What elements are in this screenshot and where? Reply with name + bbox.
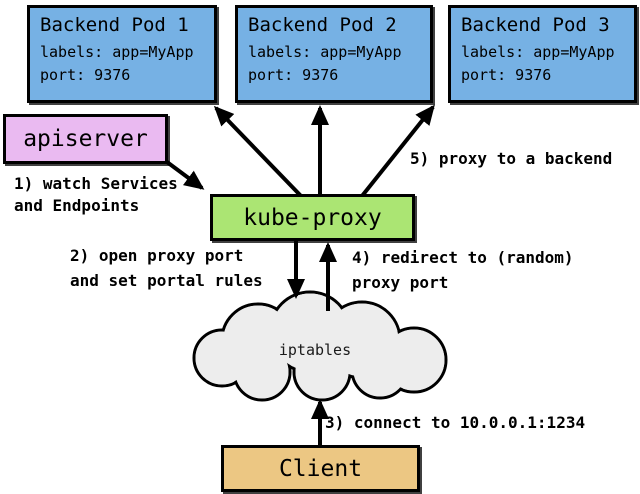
backend-pod-2-labels: labels: app=MyApp bbox=[248, 43, 402, 61]
backend-pod-2-title: Backend Pod 2 bbox=[248, 14, 397, 36]
backend-pod-1-labels: labels: app=MyApp bbox=[40, 43, 194, 61]
apiserver-box: apiserver bbox=[3, 114, 168, 164]
apiserver-label: apiserver bbox=[23, 126, 148, 152]
arrow-apiserver-to-kubeproxy bbox=[165, 160, 205, 190]
kube-proxy-box: kube-proxy bbox=[210, 194, 415, 241]
step-4-line-2: proxy port bbox=[352, 273, 449, 292]
step-3-line-1: 3) connect to 10.0.0.1:1234 bbox=[325, 413, 586, 432]
backend-pod-1-box: Backend Pod 1 labels: app=MyApp port: 93… bbox=[27, 5, 217, 103]
backend-pod-1-port: port: 9376 bbox=[40, 66, 131, 84]
step-5-line-1: 5) proxy to a backend bbox=[410, 149, 613, 168]
backend-pod-2-port: port: 9376 bbox=[248, 66, 339, 84]
step-3-label: 3) connect to 10.0.0.1:1234 bbox=[325, 410, 585, 435]
backend-pod-3-box: Backend Pod 3 labels: app=MyApp port: 93… bbox=[448, 5, 637, 103]
iptables-cloud bbox=[192, 290, 448, 402]
arrow-kubeproxy-to-pod3 bbox=[360, 104, 435, 198]
step-2-line-2: and set portal rules bbox=[70, 271, 263, 290]
step-4-label: 4) redirect to (random) proxy port bbox=[352, 245, 574, 295]
backend-pod-3-port: port: 9376 bbox=[461, 66, 552, 84]
iptables-label: iptables bbox=[278, 341, 352, 359]
backend-pod-1-title: Backend Pod 1 bbox=[40, 14, 189, 36]
backend-pod-3-title: Backend Pod 3 bbox=[461, 14, 610, 36]
backend-pod-2-box: Backend Pod 2 labels: app=MyApp port: 93… bbox=[235, 5, 433, 103]
step-1-line-2: and Endpoints bbox=[14, 196, 140, 215]
step-4-line-1: 4) redirect to (random) bbox=[352, 248, 574, 267]
step-5-label: 5) proxy to a backend bbox=[410, 146, 612, 171]
kube-proxy-label: kube-proxy bbox=[243, 204, 382, 231]
step-1-line-1: 1) watch Services bbox=[14, 174, 178, 193]
backend-pod-3-labels: labels: app=MyApp bbox=[461, 43, 615, 61]
client-label: Client bbox=[278, 455, 363, 482]
client-box: Client bbox=[221, 445, 420, 492]
step-2-label: 2) open proxy port and set portal rules bbox=[70, 243, 263, 293]
step-1-label: 1) watch Services and Endpoints bbox=[14, 173, 178, 217]
step-2-line-1: 2) open proxy port bbox=[70, 246, 244, 265]
arrow-kubeproxy-to-pod1 bbox=[213, 105, 303, 198]
